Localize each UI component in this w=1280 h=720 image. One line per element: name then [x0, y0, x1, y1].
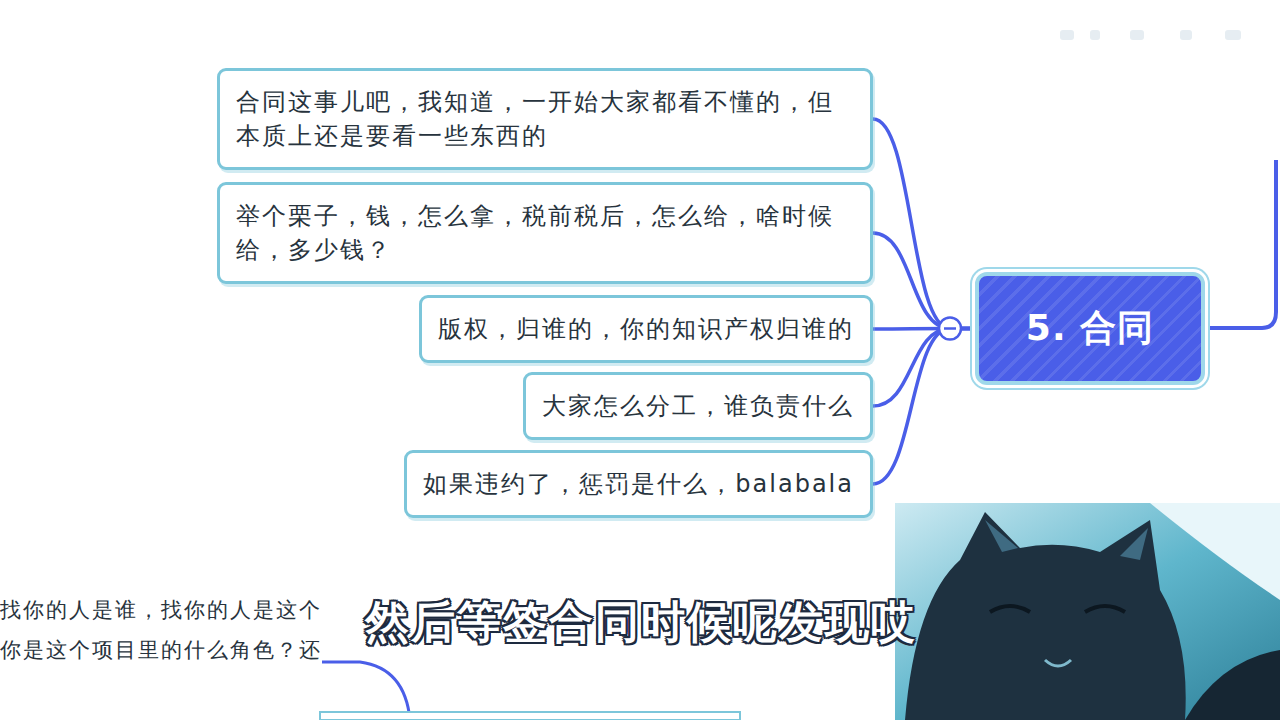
subtitle: 然后等签合同时候呢发现哎: [365, 593, 917, 652]
note-text: 如果违约了，惩罚是什么，balabala: [423, 467, 854, 501]
note-text: 举个栗子，钱，怎么拿，税前税后，怎么给，啥时候给，多少钱？: [236, 199, 854, 267]
note-text: 合同这事儿吧，我知道，一开始大家都看不懂的，但本质上还是要看一些东西的: [236, 85, 854, 153]
branch-connector: [873, 233, 975, 329]
watermark: [1060, 30, 1241, 40]
side-note: 找你的人是谁，找你的人是这个: [0, 596, 322, 624]
collapse-sign: [944, 327, 956, 330]
note-box: 大家怎么分工，谁负责什么: [523, 372, 873, 440]
collapse-hub: [939, 318, 961, 340]
note-text: 大家怎么分工，谁负责什么: [542, 389, 854, 423]
cat-picture: [895, 503, 1280, 720]
note-box: 如果违约了，惩罚是什么，balabala: [404, 450, 873, 518]
note-box: 版权，归谁的，你的知识产权归谁的: [419, 295, 873, 363]
note-box: 举个栗子，钱，怎么拿，税前税后，怎么给，啥时候给，多少钱？: [217, 182, 873, 284]
branch-connector: [873, 119, 975, 329]
topic-text: 5. 合同: [1026, 304, 1154, 353]
note-text: 版权，归谁的，你的知识产权归谁的: [438, 312, 854, 346]
topic-box: 5. 合同: [975, 272, 1205, 385]
branch-connector: [873, 329, 975, 407]
partial-box: [320, 712, 740, 720]
branch-line: [1205, 160, 1276, 328]
note-box: 合同这事儿吧，我知道，一开始大家都看不懂的，但本质上还是要看一些东西的: [217, 68, 873, 170]
branch-connector: [873, 329, 975, 485]
side-note: 你是这个项目里的什么角色？还: [0, 636, 322, 664]
